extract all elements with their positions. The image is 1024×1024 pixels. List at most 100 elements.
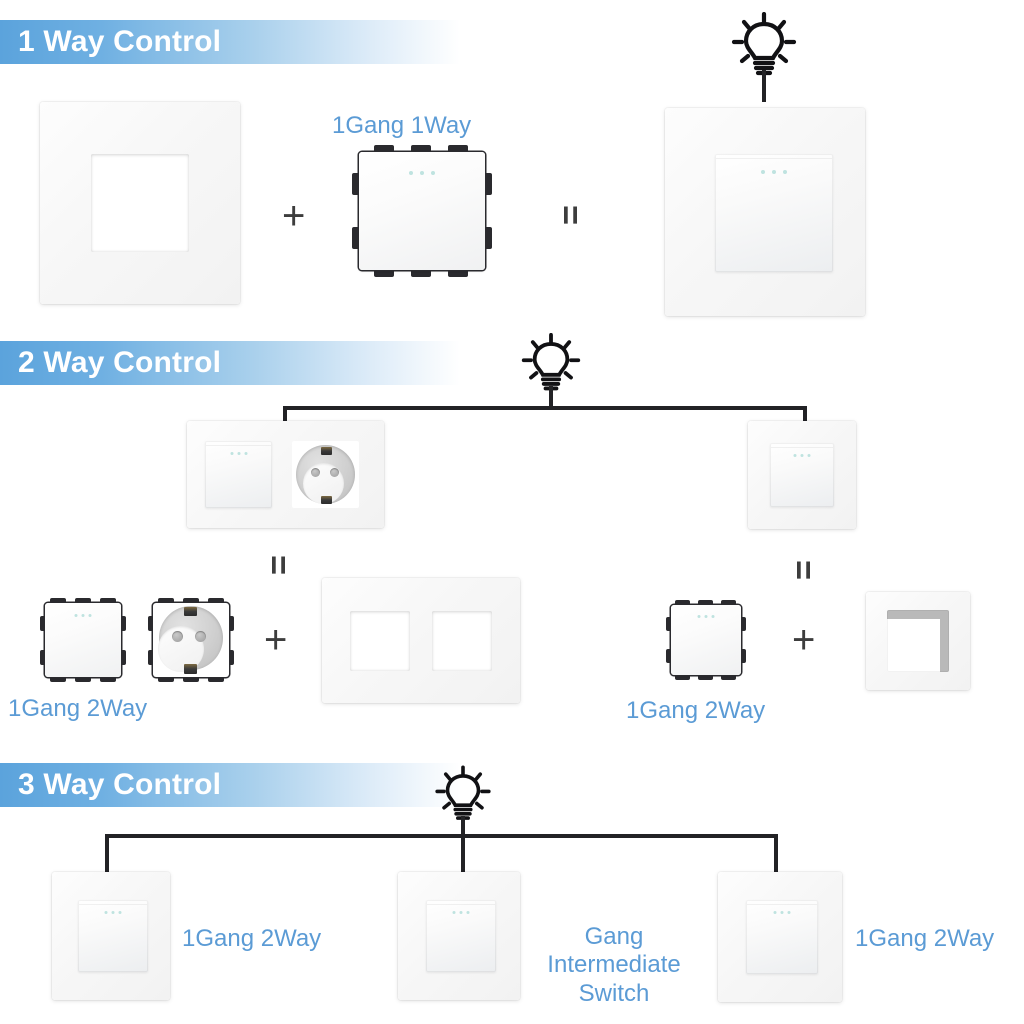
socket-earth-clip [321, 447, 332, 455]
mounting-clip [50, 674, 66, 682]
wire-bus [283, 406, 807, 410]
plus-operator: + [264, 618, 288, 662]
socket-pin-hole [195, 631, 206, 642]
indicator-dot [704, 615, 708, 618]
socket-module [148, 598, 234, 682]
assembled-switch-right [748, 421, 856, 529]
mounting-clip [721, 672, 736, 680]
mounting-clip [40, 650, 48, 665]
mounting-clip [675, 672, 690, 680]
mounting-clip [208, 674, 224, 682]
socket-earth-clip [184, 664, 197, 674]
mounting-clip [100, 674, 116, 682]
mounting-clip [666, 617, 674, 631]
frame-1gang-empty-grey [866, 592, 970, 690]
indicator-dot [237, 452, 240, 455]
socket-earth-clip [321, 496, 332, 504]
equals-operator: = [550, 205, 589, 225]
indicator-dot [88, 614, 92, 617]
section-banner-1-way: 1 Way Control [0, 20, 460, 64]
wire-drop [549, 386, 553, 408]
wire-drop-right [803, 406, 807, 424]
indicator-dot [466, 911, 470, 914]
frame-cutout [432, 610, 492, 671]
section-title: 1 Way Control [18, 25, 222, 58]
mounting-clip [721, 600, 736, 608]
section-title: 3 Way Control [18, 768, 222, 801]
indicator-dots [452, 911, 470, 914]
frame-cutout [887, 610, 949, 672]
mounting-clip [183, 674, 199, 682]
indicator-dot [780, 911, 784, 914]
mounting-clip [208, 598, 224, 606]
mounting-clip [158, 674, 174, 682]
product-label-1gang-2way-left: 1Gang 2Way [8, 695, 148, 722]
indicator-dot [787, 911, 791, 914]
indicator-dot [244, 452, 247, 455]
indicator-dot [793, 454, 797, 457]
mounting-clip [75, 674, 91, 682]
switch-rocker-face [671, 605, 741, 675]
socket-earth-clip [184, 607, 197, 616]
product-label-bottom-right: 1Gang 2Way [855, 925, 995, 952]
wire-drop [762, 70, 766, 102]
equals-operator: = [258, 555, 297, 575]
indicator-dot [81, 614, 85, 617]
indicator-dots [230, 452, 247, 455]
assembled-switch-socket-panel [187, 421, 384, 528]
mounting-clip [75, 598, 91, 606]
product-label-1gang-2way-right: 1Gang 2Way [626, 697, 766, 724]
mounting-clip [738, 617, 746, 631]
frame-2gang-empty [322, 578, 520, 703]
wire-bus [105, 834, 778, 838]
section-banner-3-way: 3 Way Control [0, 763, 460, 807]
product-label-bottom-center: Gang Intermediate Switch [547, 923, 681, 1007]
indicator-dot [697, 615, 701, 618]
indicator-dot [118, 911, 122, 914]
indicator-dot [783, 170, 787, 174]
equals-operator: = [783, 560, 822, 580]
plus-operator: + [282, 194, 306, 238]
mounting-clip [698, 600, 713, 608]
schuko-socket-face [292, 441, 359, 508]
frame-cutout [350, 610, 410, 671]
section-title: 2 Way Control [18, 346, 222, 379]
wire-drop-right [774, 834, 778, 874]
frame-cutout [91, 154, 189, 252]
indicator-dot [772, 170, 776, 174]
mounting-clip [100, 598, 116, 606]
switch-rocker-face [45, 603, 121, 677]
mounting-clip [50, 598, 66, 606]
section-banner-2-way: 2 Way Control [0, 341, 460, 385]
socket-pin-hole [311, 468, 320, 477]
switch-module-1gang-1way [352, 145, 492, 277]
indicator-dot [74, 614, 78, 617]
frame-1gang-empty [40, 102, 240, 304]
schuko-socket-face [153, 603, 229, 677]
indicator-dots [104, 911, 122, 914]
indicator-dot [800, 454, 804, 457]
indicator-dot [431, 171, 435, 175]
mounting-clip [226, 616, 234, 631]
light-bulb-icon [521, 333, 581, 391]
light-bulb-icon [435, 765, 491, 820]
indicator-dots [761, 170, 787, 174]
mounting-clip [158, 598, 174, 606]
switch-rocker-face [715, 154, 833, 272]
switch-rocker-face [770, 443, 834, 507]
indicator-dot [452, 911, 456, 914]
switch-rocker-face [359, 152, 485, 270]
mounting-clip [148, 616, 156, 631]
indicator-dot [773, 911, 777, 914]
indicator-dots [773, 911, 791, 914]
indicator-dot [420, 171, 424, 175]
indicator-dot [807, 454, 811, 457]
indicator-dot [711, 615, 715, 618]
socket-pin-hole [172, 631, 183, 642]
mounting-clip [698, 672, 713, 680]
mounting-clip [40, 616, 48, 631]
mounting-clip [226, 650, 234, 665]
switch-rocker-face [205, 441, 272, 508]
light-bulb-icon [731, 12, 797, 76]
plus-operator: + [792, 618, 816, 662]
